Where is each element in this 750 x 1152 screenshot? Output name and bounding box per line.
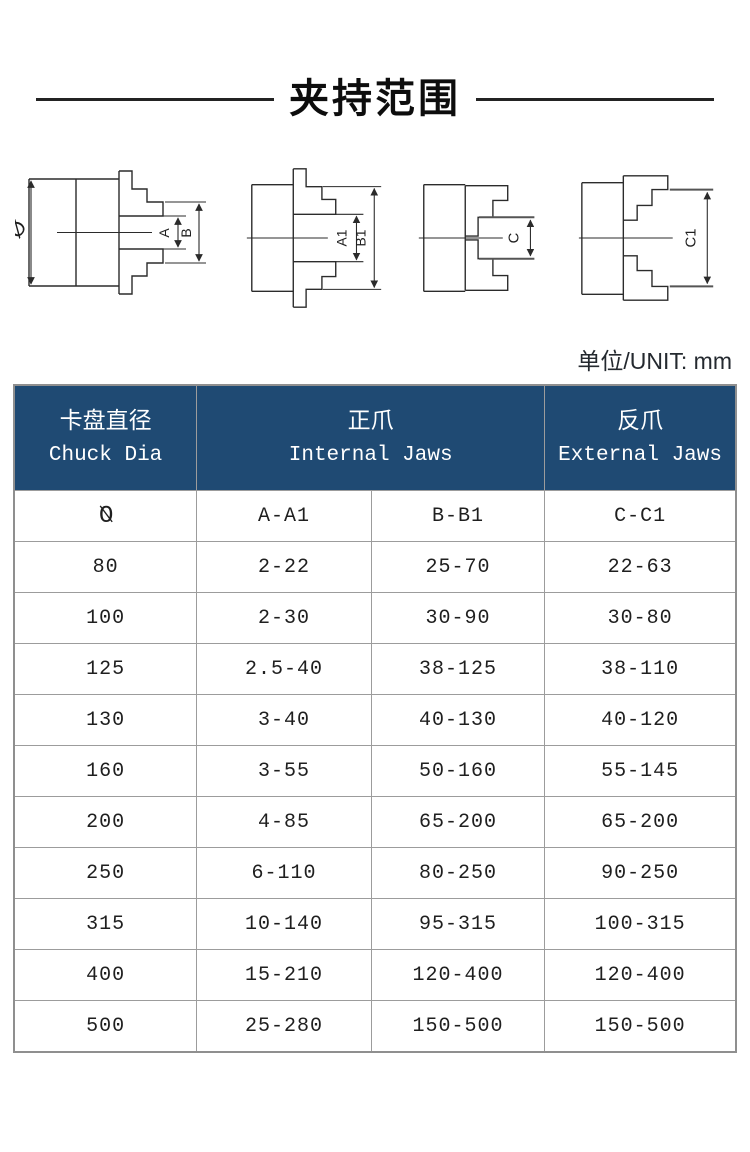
table-cell: 40-130 — [370, 694, 546, 746]
subheader-a-a1: A-A1 — [196, 490, 372, 542]
table-cell: 38-110 — [544, 643, 737, 695]
table-cell: 25-280 — [196, 1000, 372, 1053]
header-internal-jaws-en: Internal Jaws — [288, 444, 453, 468]
table-cell: 150-500 — [544, 1000, 737, 1053]
dim-label-a: A — [156, 228, 172, 238]
title-left-divider — [36, 97, 274, 101]
table-cell: 95-315 — [370, 898, 546, 950]
diameter-symbol: Ø — [97, 502, 114, 530]
table-cell: 65-200 — [544, 796, 737, 848]
table-cell: 100-315 — [544, 898, 737, 950]
unit-label: 单位/UNIT: mm — [577, 348, 732, 374]
table-cell: 160 — [13, 745, 198, 797]
table-cell: 30-80 — [544, 592, 737, 644]
table-cell: 10-140 — [196, 898, 372, 950]
header-internal-jaws-zh: 正爪 — [347, 409, 394, 436]
table-cell: 250 — [13, 847, 198, 899]
table-cell: 80 — [13, 541, 198, 593]
header-internal-jaws: 正爪 Internal Jaws — [196, 384, 546, 491]
table-cell: 150-500 — [370, 1000, 546, 1053]
header-chuck-dia-en: Chuck Dia — [48, 444, 163, 468]
table-cell: 2-30 — [196, 592, 372, 644]
subheader-b-b1: B-B1 — [370, 490, 546, 542]
header-external-jaws-zh: 反爪 — [617, 409, 664, 436]
section-title-row: 夹持范围 — [36, 76, 714, 122]
diagram-external-jaws-expand: C1 — [565, 158, 735, 318]
header-external-jaws-en: External Jaws — [558, 444, 722, 468]
clamping-range-table: 卡盘直径 Chuck Dia 正爪 Internal Jaws 反爪 Exter… — [13, 384, 737, 1053]
header-chuck-dia-zh: 卡盘直径 — [59, 409, 152, 436]
table-cell: 100 — [13, 592, 198, 644]
diagram-internal-jaws-expand: A1 B1 — [225, 158, 405, 318]
table-cell: 55-145 — [544, 745, 737, 797]
table-cell: 200 — [13, 796, 198, 848]
dim-label-a1: A1 — [334, 230, 350, 247]
table-cell: 120-400 — [544, 949, 737, 1001]
header-chuck-dia: 卡盘直径 Chuck Dia — [13, 384, 198, 491]
table-cell: 315 — [13, 898, 198, 950]
table-subheader-row: Ø A-A1 B-B1 C-C1 — [13, 490, 737, 542]
table-cell: 3-40 — [196, 694, 372, 746]
title-right-divider — [476, 97, 714, 101]
dim-label-b: B — [178, 228, 194, 237]
table-cell: 130 — [13, 694, 198, 746]
table-cell: 80-250 — [370, 847, 546, 899]
table-cell: 65-200 — [370, 796, 546, 848]
dim-label-c: C — [507, 232, 523, 243]
table-cell: 4-85 — [196, 796, 372, 848]
header-external-jaws: 反爪 External Jaws — [544, 384, 737, 491]
dim-label-c1: C1 — [683, 229, 699, 248]
table-cell: 90-250 — [544, 847, 737, 899]
dim-label-b1: B1 — [352, 230, 368, 247]
chuck-diagrams-row: Ø A B A1 B1 — [0, 152, 750, 324]
table-cell: 30-90 — [370, 592, 546, 644]
table-cell: 6-110 — [196, 847, 372, 899]
table-cell: 25-70 — [370, 541, 546, 593]
table-cell: 120-400 — [370, 949, 546, 1001]
table-cell: 40-120 — [544, 694, 737, 746]
table-cell: 2.5-40 — [196, 643, 372, 695]
table-cell: 125 — [13, 643, 198, 695]
page-title: 夹持范围 — [289, 76, 461, 122]
subheader-diameter: Ø — [13, 490, 198, 542]
table-cell: 50-160 — [370, 745, 546, 797]
table-cell: 38-125 — [370, 643, 546, 695]
table-header-row: 卡盘直径 Chuck Dia 正爪 Internal Jaws 反爪 Exter… — [13, 384, 737, 491]
subheader-c-c1: C-C1 — [544, 490, 737, 542]
diagram-external-jaws-grip: C — [405, 158, 565, 318]
table-cell: 500 — [13, 1000, 198, 1053]
table-cell: 400 — [13, 949, 198, 1001]
diagram-internal-jaws-grip: Ø A B — [15, 158, 225, 318]
table-cell: 2-22 — [196, 541, 372, 593]
table-cell: 22-63 — [544, 541, 737, 593]
table-cell: 3-55 — [196, 745, 372, 797]
table-cell: 15-210 — [196, 949, 372, 1001]
